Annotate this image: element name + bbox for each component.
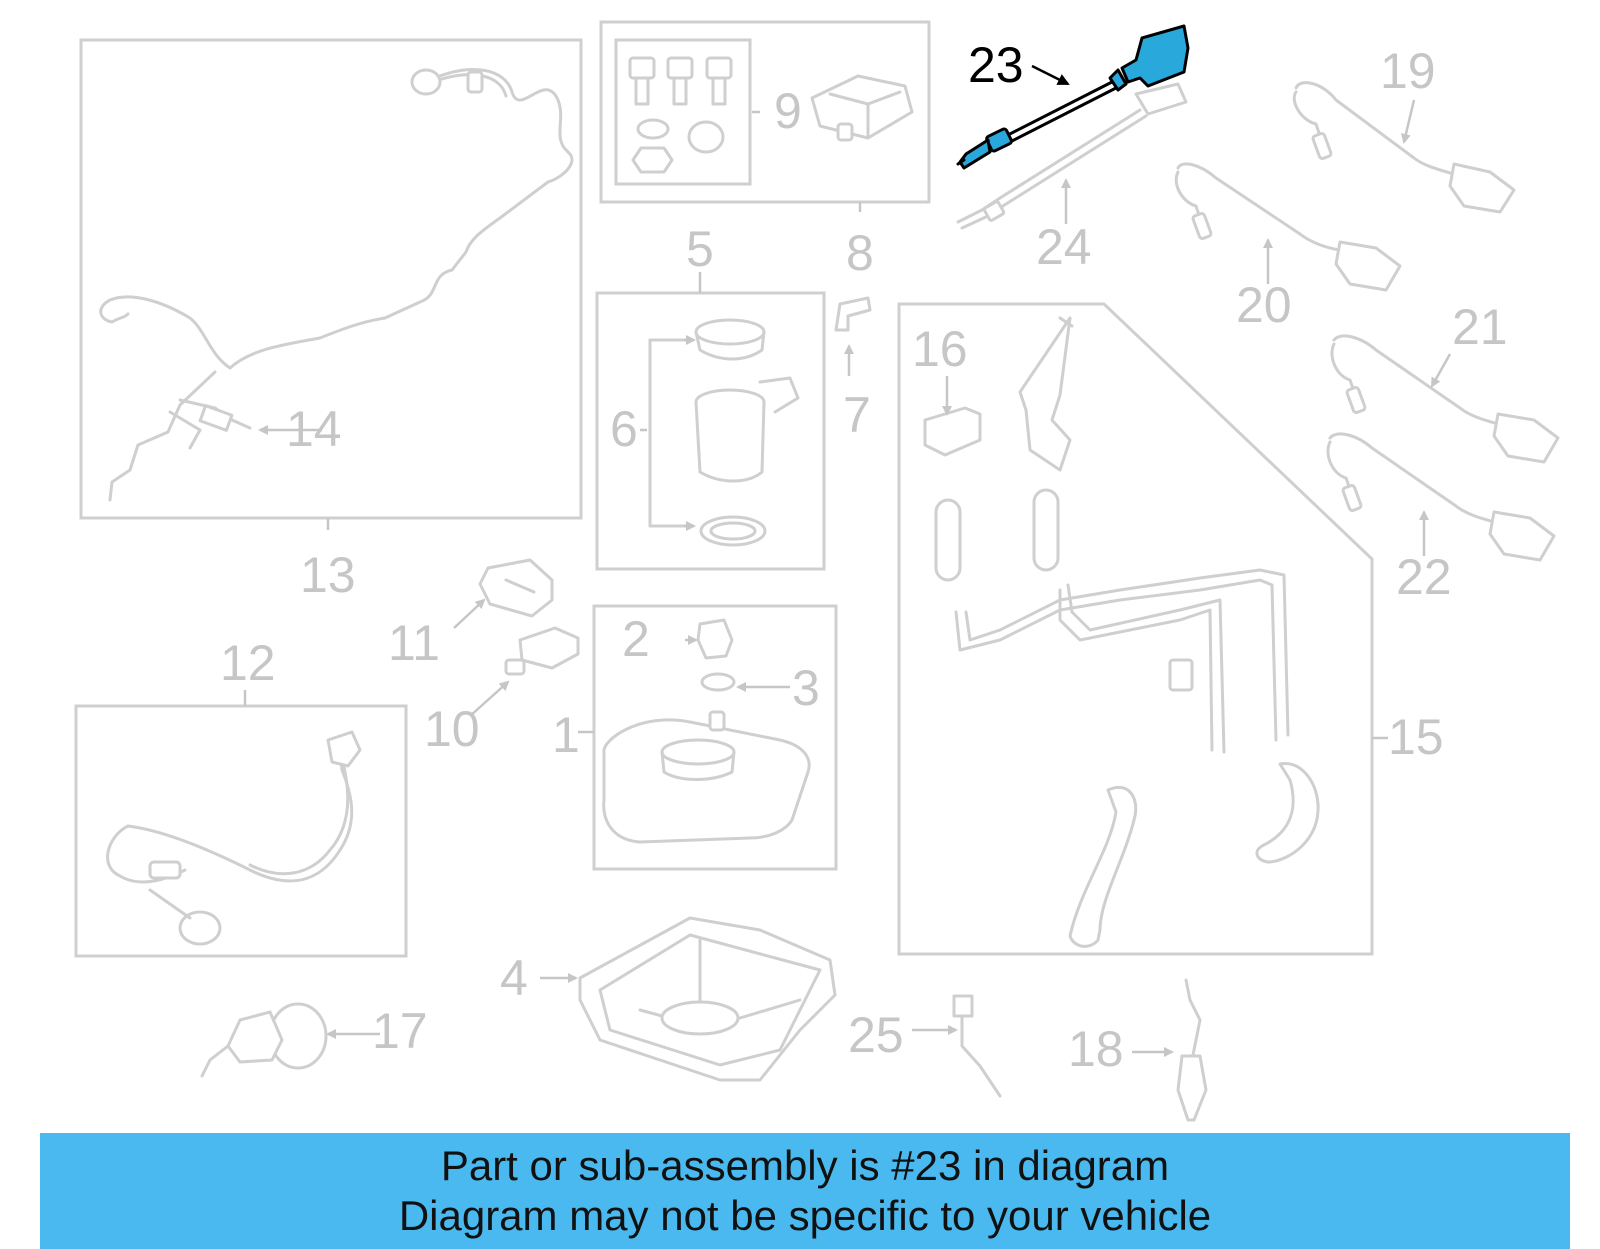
callout-15: 15 <box>1388 709 1444 765</box>
banner-line-disclaimer: Diagram may not be specific to your vehi… <box>398 1192 1212 1239</box>
callout-6: 6 <box>610 401 638 457</box>
part-24-sensor <box>956 82 1188 230</box>
callout-22: 22 <box>1396 549 1452 605</box>
part-13-line-harness <box>99 68 574 502</box>
part-4-tank-tray <box>578 916 837 1082</box>
part-22-o2-sensor <box>1326 432 1556 562</box>
callout-21: 21 <box>1452 299 1508 355</box>
group-box-12 <box>74 704 408 958</box>
group-box-1 <box>592 604 838 871</box>
part-25-sensor <box>952 994 1002 1098</box>
callout-9: 9 <box>774 83 802 139</box>
leader-23 <box>1031 64 1070 86</box>
part-7-fitting <box>834 296 872 376</box>
callout-13: 13 <box>300 547 356 603</box>
callout-16: 16 <box>912 321 968 377</box>
part-1-2-3-tank <box>602 618 811 844</box>
group-box-9 <box>614 38 752 186</box>
part-15-lines <box>923 316 1320 948</box>
leader-lines <box>243 99 1452 1057</box>
callout-2: 2 <box>622 611 650 667</box>
group-box-5 <box>595 291 826 571</box>
callout-19: 19 <box>1380 43 1436 99</box>
part-21-o2-sensor <box>1330 334 1560 464</box>
callout-18: 18 <box>1068 1021 1124 1077</box>
part-23-highlighted-sensor[interactable] <box>956 24 1190 170</box>
group-box-13 <box>79 38 583 520</box>
part-9-hardware <box>628 56 733 174</box>
part-18-probe <box>1176 978 1208 1122</box>
part-8-module <box>810 74 914 142</box>
part-6-fuel-pump <box>648 318 800 547</box>
callout-labels: 1 2 3 4 5 6 7 8 9 10 11 12 13 14 15 16 1… <box>220 37 1508 1077</box>
callout-24: 24 <box>1036 219 1092 275</box>
part-12-sensor-harness <box>106 730 362 946</box>
callout-25: 25 <box>848 1007 904 1063</box>
callout-14: 14 <box>286 401 342 457</box>
callout-23: 23 <box>968 37 1024 93</box>
part-11-connector <box>478 558 554 618</box>
callout-10: 10 <box>424 701 480 757</box>
part-10-sensor <box>504 626 580 676</box>
callout-17: 17 <box>372 1003 428 1059</box>
callout-3: 3 <box>792 660 820 716</box>
callout-8: 8 <box>846 225 874 281</box>
callout-4: 4 <box>500 950 528 1006</box>
callout-11: 11 <box>388 615 440 671</box>
callout-20: 20 <box>1236 277 1292 333</box>
info-banner: Part or sub-assembly is #23 in diagram D… <box>40 1133 1570 1249</box>
callout-5: 5 <box>686 221 714 277</box>
part-19-o2-sensor <box>1292 81 1516 214</box>
group-box-8 <box>599 20 931 204</box>
banner-line-part: Part or sub-assembly is #23 in diagram <box>440 1142 1170 1189</box>
callout-7: 7 <box>843 387 871 443</box>
part-20-o2-sensor <box>1174 162 1402 292</box>
callout-1: 1 <box>552 707 580 763</box>
part-17-valve <box>200 1002 328 1078</box>
callout-12: 12 <box>220 635 276 691</box>
group-box-15 <box>897 302 1374 956</box>
